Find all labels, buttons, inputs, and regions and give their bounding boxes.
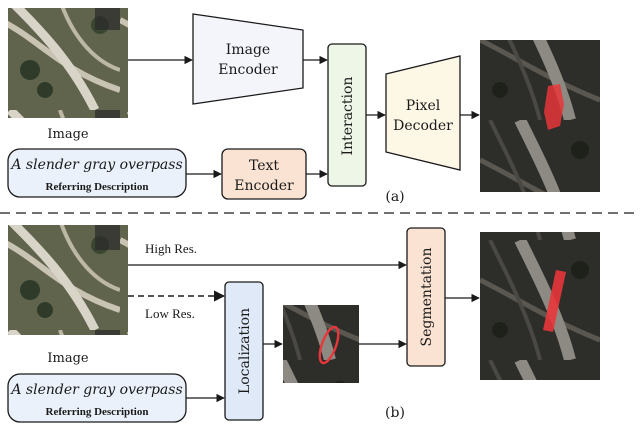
referring-text-bottom: A slender gray overpass: [9, 382, 182, 398]
pixel-decoder-label-1: Pixel: [406, 98, 441, 114]
referring-description-box-top: [7, 148, 187, 198]
localization-ellipse: [318, 325, 340, 365]
segmentation-label: Segmentation: [419, 248, 435, 347]
image-label-bottom: Image: [47, 351, 89, 366]
text-encoder-label-2: Encoder: [234, 178, 294, 194]
panel-label-b: (b): [385, 405, 405, 421]
output-mask-top: [480, 40, 600, 192]
referring-caption-top: Referring Description: [46, 181, 149, 193]
segmentation-box: [406, 227, 446, 367]
high-res-label: High Res.: [145, 241, 197, 256]
referring-caption-bottom: Referring Description: [46, 406, 149, 418]
localization-box: [224, 281, 264, 421]
text-encoder-label-1: Text: [249, 158, 279, 174]
input-image-bottom: [8, 225, 128, 335]
image-encoder-label-1: Image: [226, 42, 270, 58]
panel-b: Image High Res. Low Res. Localization Se…: [7, 225, 600, 423]
localization-label: Localization: [237, 308, 253, 394]
pixel-decoder-label-2: Decoder: [393, 118, 453, 134]
panel-a: Image Image Encoder Interaction Pixel De…: [7, 8, 600, 205]
predicted-mask-top: [544, 84, 564, 130]
image-encoder-label-2: Encoder: [218, 62, 278, 78]
image-encoder-box: [192, 13, 304, 105]
referring-text-top: A slender gray overpass: [9, 157, 182, 173]
low-res-label: Low Res.: [145, 306, 195, 321]
output-mask-bottom: [480, 232, 600, 380]
panel-label-a: (a): [385, 189, 404, 205]
input-image-top: [8, 8, 128, 118]
predicted-mask-bottom: [543, 270, 566, 332]
image-label-top: Image: [47, 127, 89, 142]
pixel-decoder-box: [385, 55, 461, 171]
interaction-label: Interaction: [340, 77, 356, 156]
